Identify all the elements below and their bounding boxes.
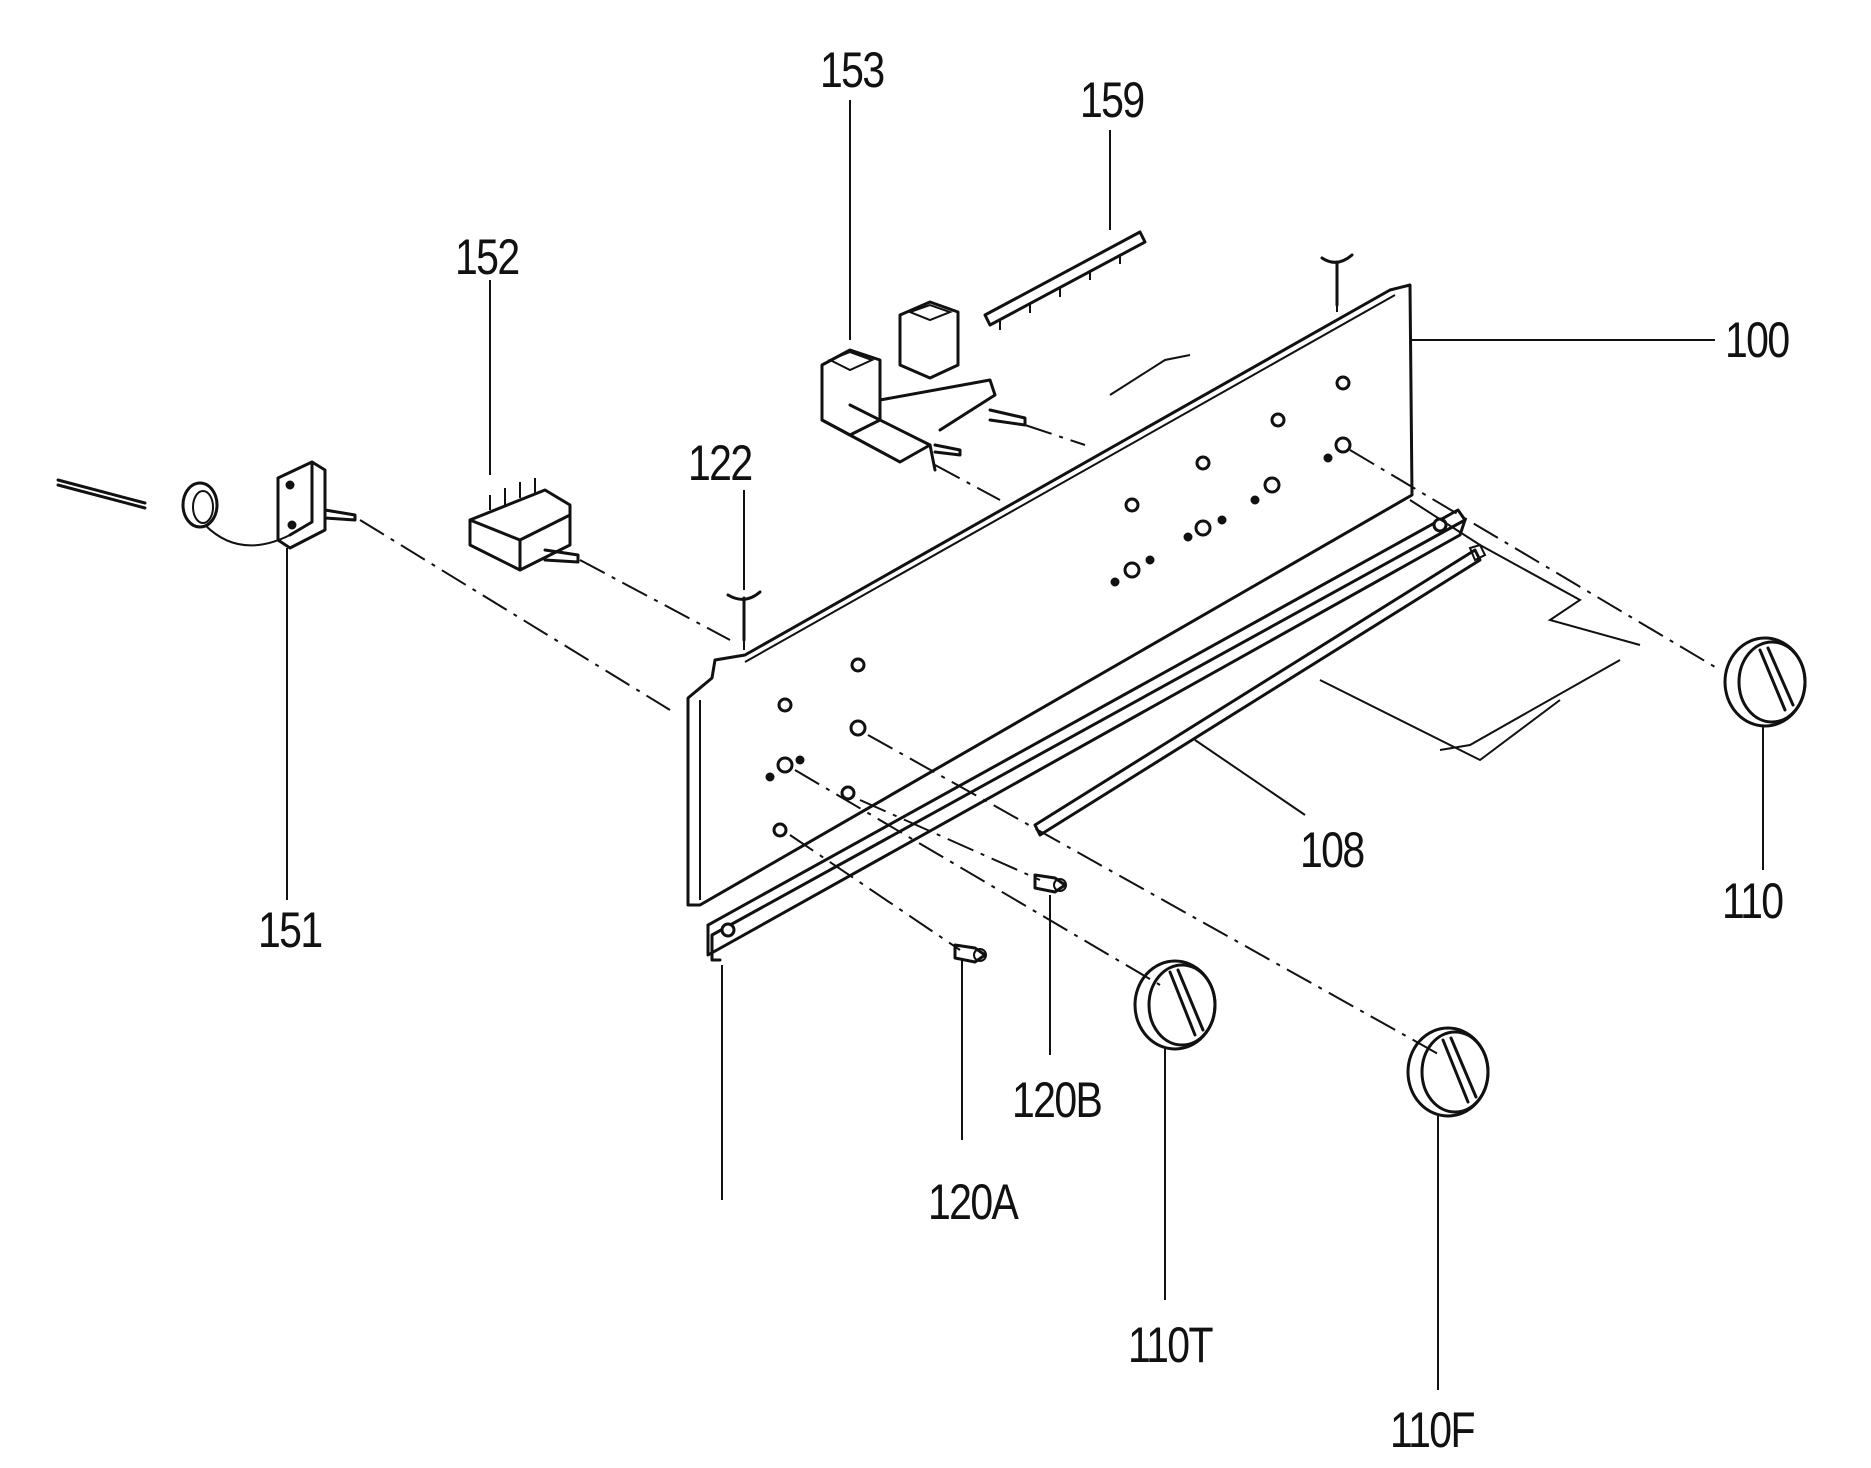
label-110: 110: [1722, 873, 1784, 929]
label-120A: 120A: [928, 1174, 1019, 1230]
leader-lines: [286, 100, 1764, 1390]
label-153: 153: [820, 42, 885, 98]
switch-block-153: [820, 300, 1027, 472]
control-panel-100: [686, 283, 1414, 907]
trim-strip-108: [1033, 543, 1487, 837]
label-152: 152: [455, 229, 520, 285]
label-108: 108: [1300, 822, 1365, 878]
assembly-axes: [359, 305, 1721, 1056]
label-110T: 110T: [1128, 1317, 1214, 1373]
label-100: 100: [1725, 312, 1790, 368]
knob-110F: [1406, 1026, 1490, 1118]
label-151: 151: [258, 902, 323, 958]
lower-trim-strip: [706, 508, 1467, 962]
panel-holes: [765, 375, 1352, 838]
knob-110: [1723, 636, 1807, 728]
spindle-120A: [953, 943, 987, 964]
selector-switch-152: [468, 478, 580, 572]
rear-tray-outline: [1109, 354, 1641, 762]
screw-122-left: [726, 590, 762, 642]
screw-122-right: [1320, 253, 1354, 307]
label-159: 159: [1080, 72, 1145, 128]
thermostat-151: [56, 460, 357, 550]
bracket-159: [983, 230, 1147, 330]
label-122: 122: [688, 435, 753, 491]
knob-110T: [1133, 959, 1217, 1051]
spindle-120B: [1033, 873, 1067, 894]
label-120B: 120B: [1012, 1072, 1103, 1128]
label-110F: 110F: [1390, 1402, 1476, 1458]
